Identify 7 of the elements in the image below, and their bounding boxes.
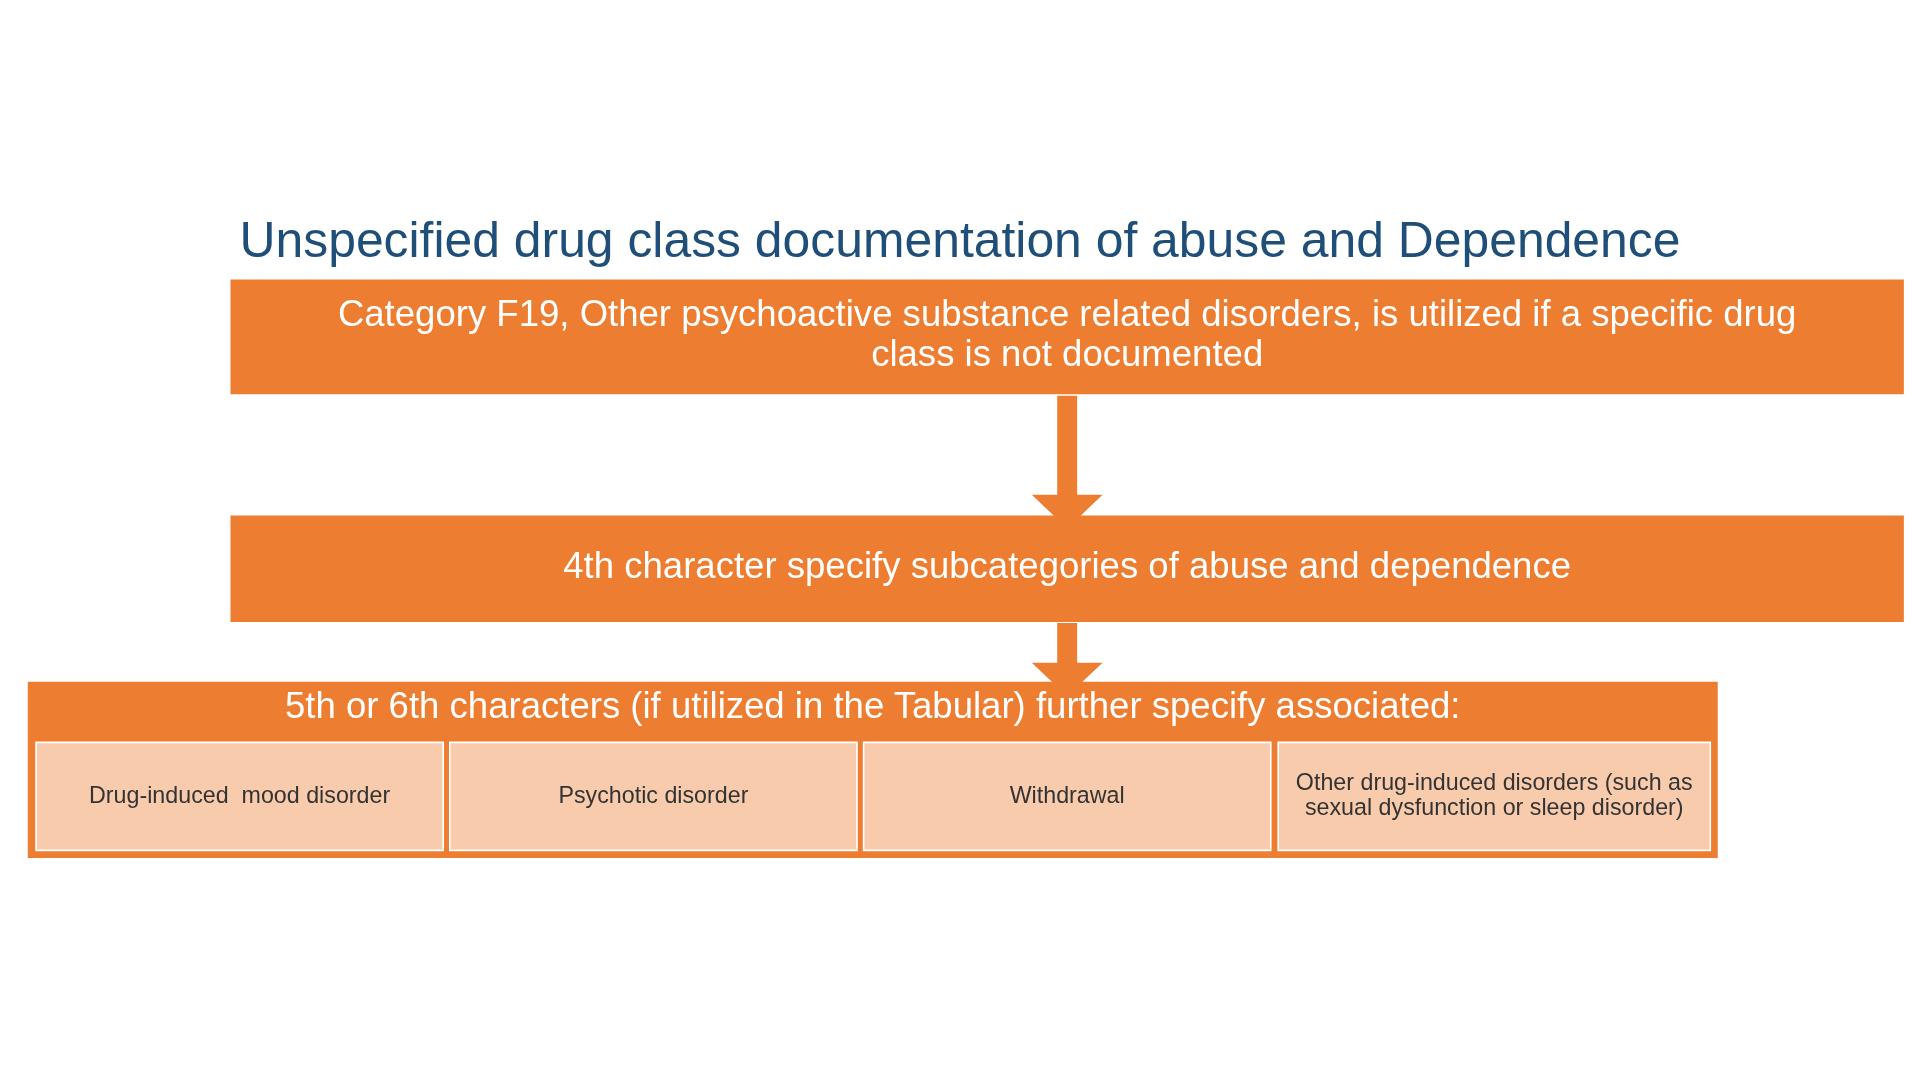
node-box: Withdrawal: [862, 741, 1272, 851]
node-box: 4th character specify subcategories of abuse and dependence: [228, 513, 1906, 624]
node-box: Category F19, Other psychoactive substance related disorders, is utilized if a specific drug class is not documented: [228, 277, 1906, 396]
node-box: Other drug-induced disorders (such as sexual dysfunction or sleep disorder): [1277, 741, 1712, 851]
node-box: Drug-induced mood disorder: [35, 741, 445, 851]
diagram-title: Unspecified drug class documentation of abuse and Dependence: [239, 211, 1681, 268]
node-box: Psychotic disorder: [449, 741, 858, 851]
